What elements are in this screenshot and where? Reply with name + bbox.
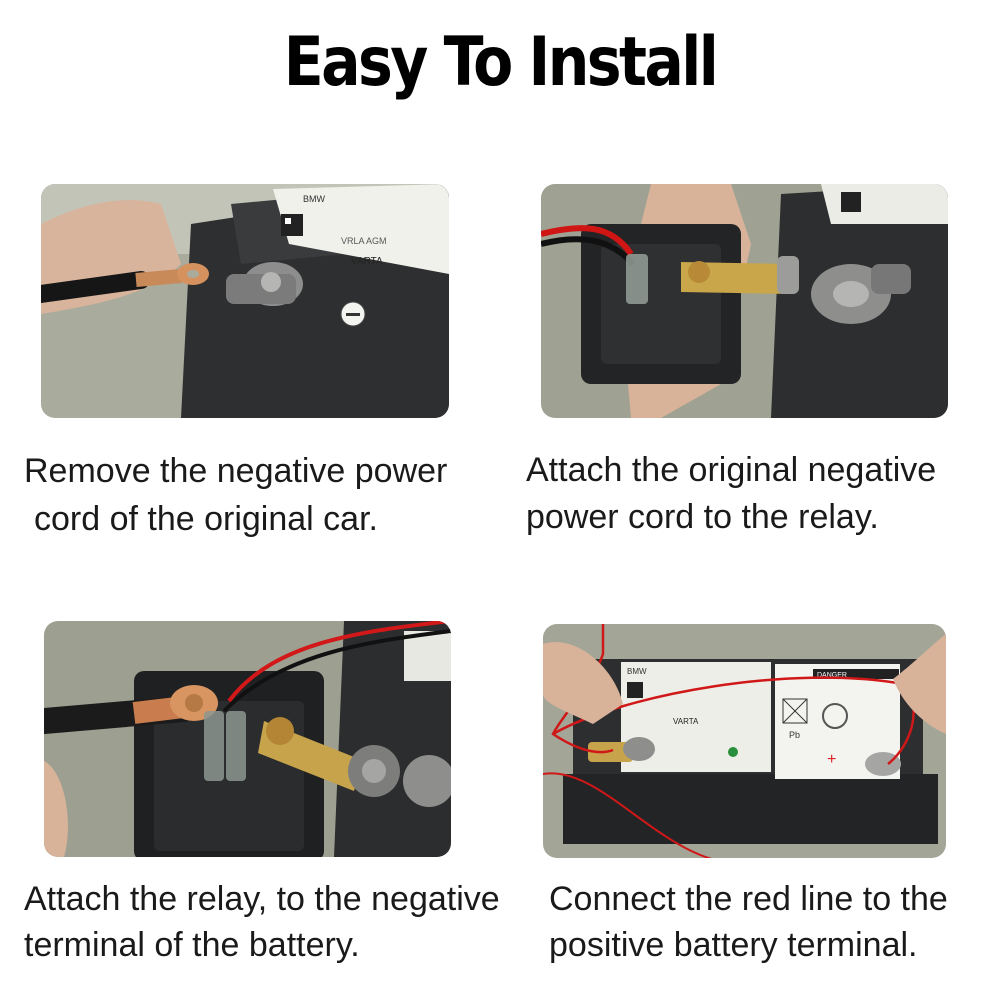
varta-label-text-2: VARTA bbox=[673, 717, 699, 726]
danger-label-text: DANGER bbox=[817, 672, 847, 679]
plus-sign-icon: + bbox=[827, 751, 836, 768]
bmw-label-text-2: BMW bbox=[627, 667, 647, 676]
varta-label-text: VARTA bbox=[351, 256, 383, 267]
relay-on-terminal-photo bbox=[44, 621, 451, 857]
bmw-label-text: BMW bbox=[303, 194, 326, 204]
step-2-caption: Attach the original negative power cord … bbox=[526, 447, 936, 541]
step-1-caption: Remove the negative power cord of the or… bbox=[24, 447, 447, 543]
step-4-caption-line2: positive battery terminal. bbox=[549, 926, 918, 964]
step-2-caption-line1: Attach the original negative bbox=[526, 451, 937, 489]
step-4-caption: Connect the red line to the positive bat… bbox=[549, 876, 948, 968]
step-1-caption-line1: Remove the negative power bbox=[24, 452, 448, 490]
battery-negative-cable-photo: BMW VARTA VRLA AGM bbox=[41, 184, 449, 418]
step-1-caption-line2: cord of the original car. bbox=[34, 500, 378, 538]
step-2-caption-line2: power cord to the relay. bbox=[526, 498, 879, 536]
step-3-caption: Attach the relay, to the negative termin… bbox=[24, 876, 500, 968]
step-3-caption-line2: terminal of the battery. bbox=[24, 926, 360, 964]
relay-cable-attach-photo bbox=[541, 184, 948, 418]
red-wire-positive-photo: BMW VARTA DANGER Pb + bbox=[543, 624, 946, 858]
page-title: Easy To Install bbox=[283, 23, 719, 102]
agm-label-text: VRLA AGM bbox=[341, 236, 387, 246]
step-4-caption-line1: Connect the red line to the bbox=[549, 880, 948, 918]
step-3-caption-line1: Attach the relay, to the negative bbox=[24, 880, 500, 918]
pb-label-text: Pb bbox=[789, 730, 800, 740]
